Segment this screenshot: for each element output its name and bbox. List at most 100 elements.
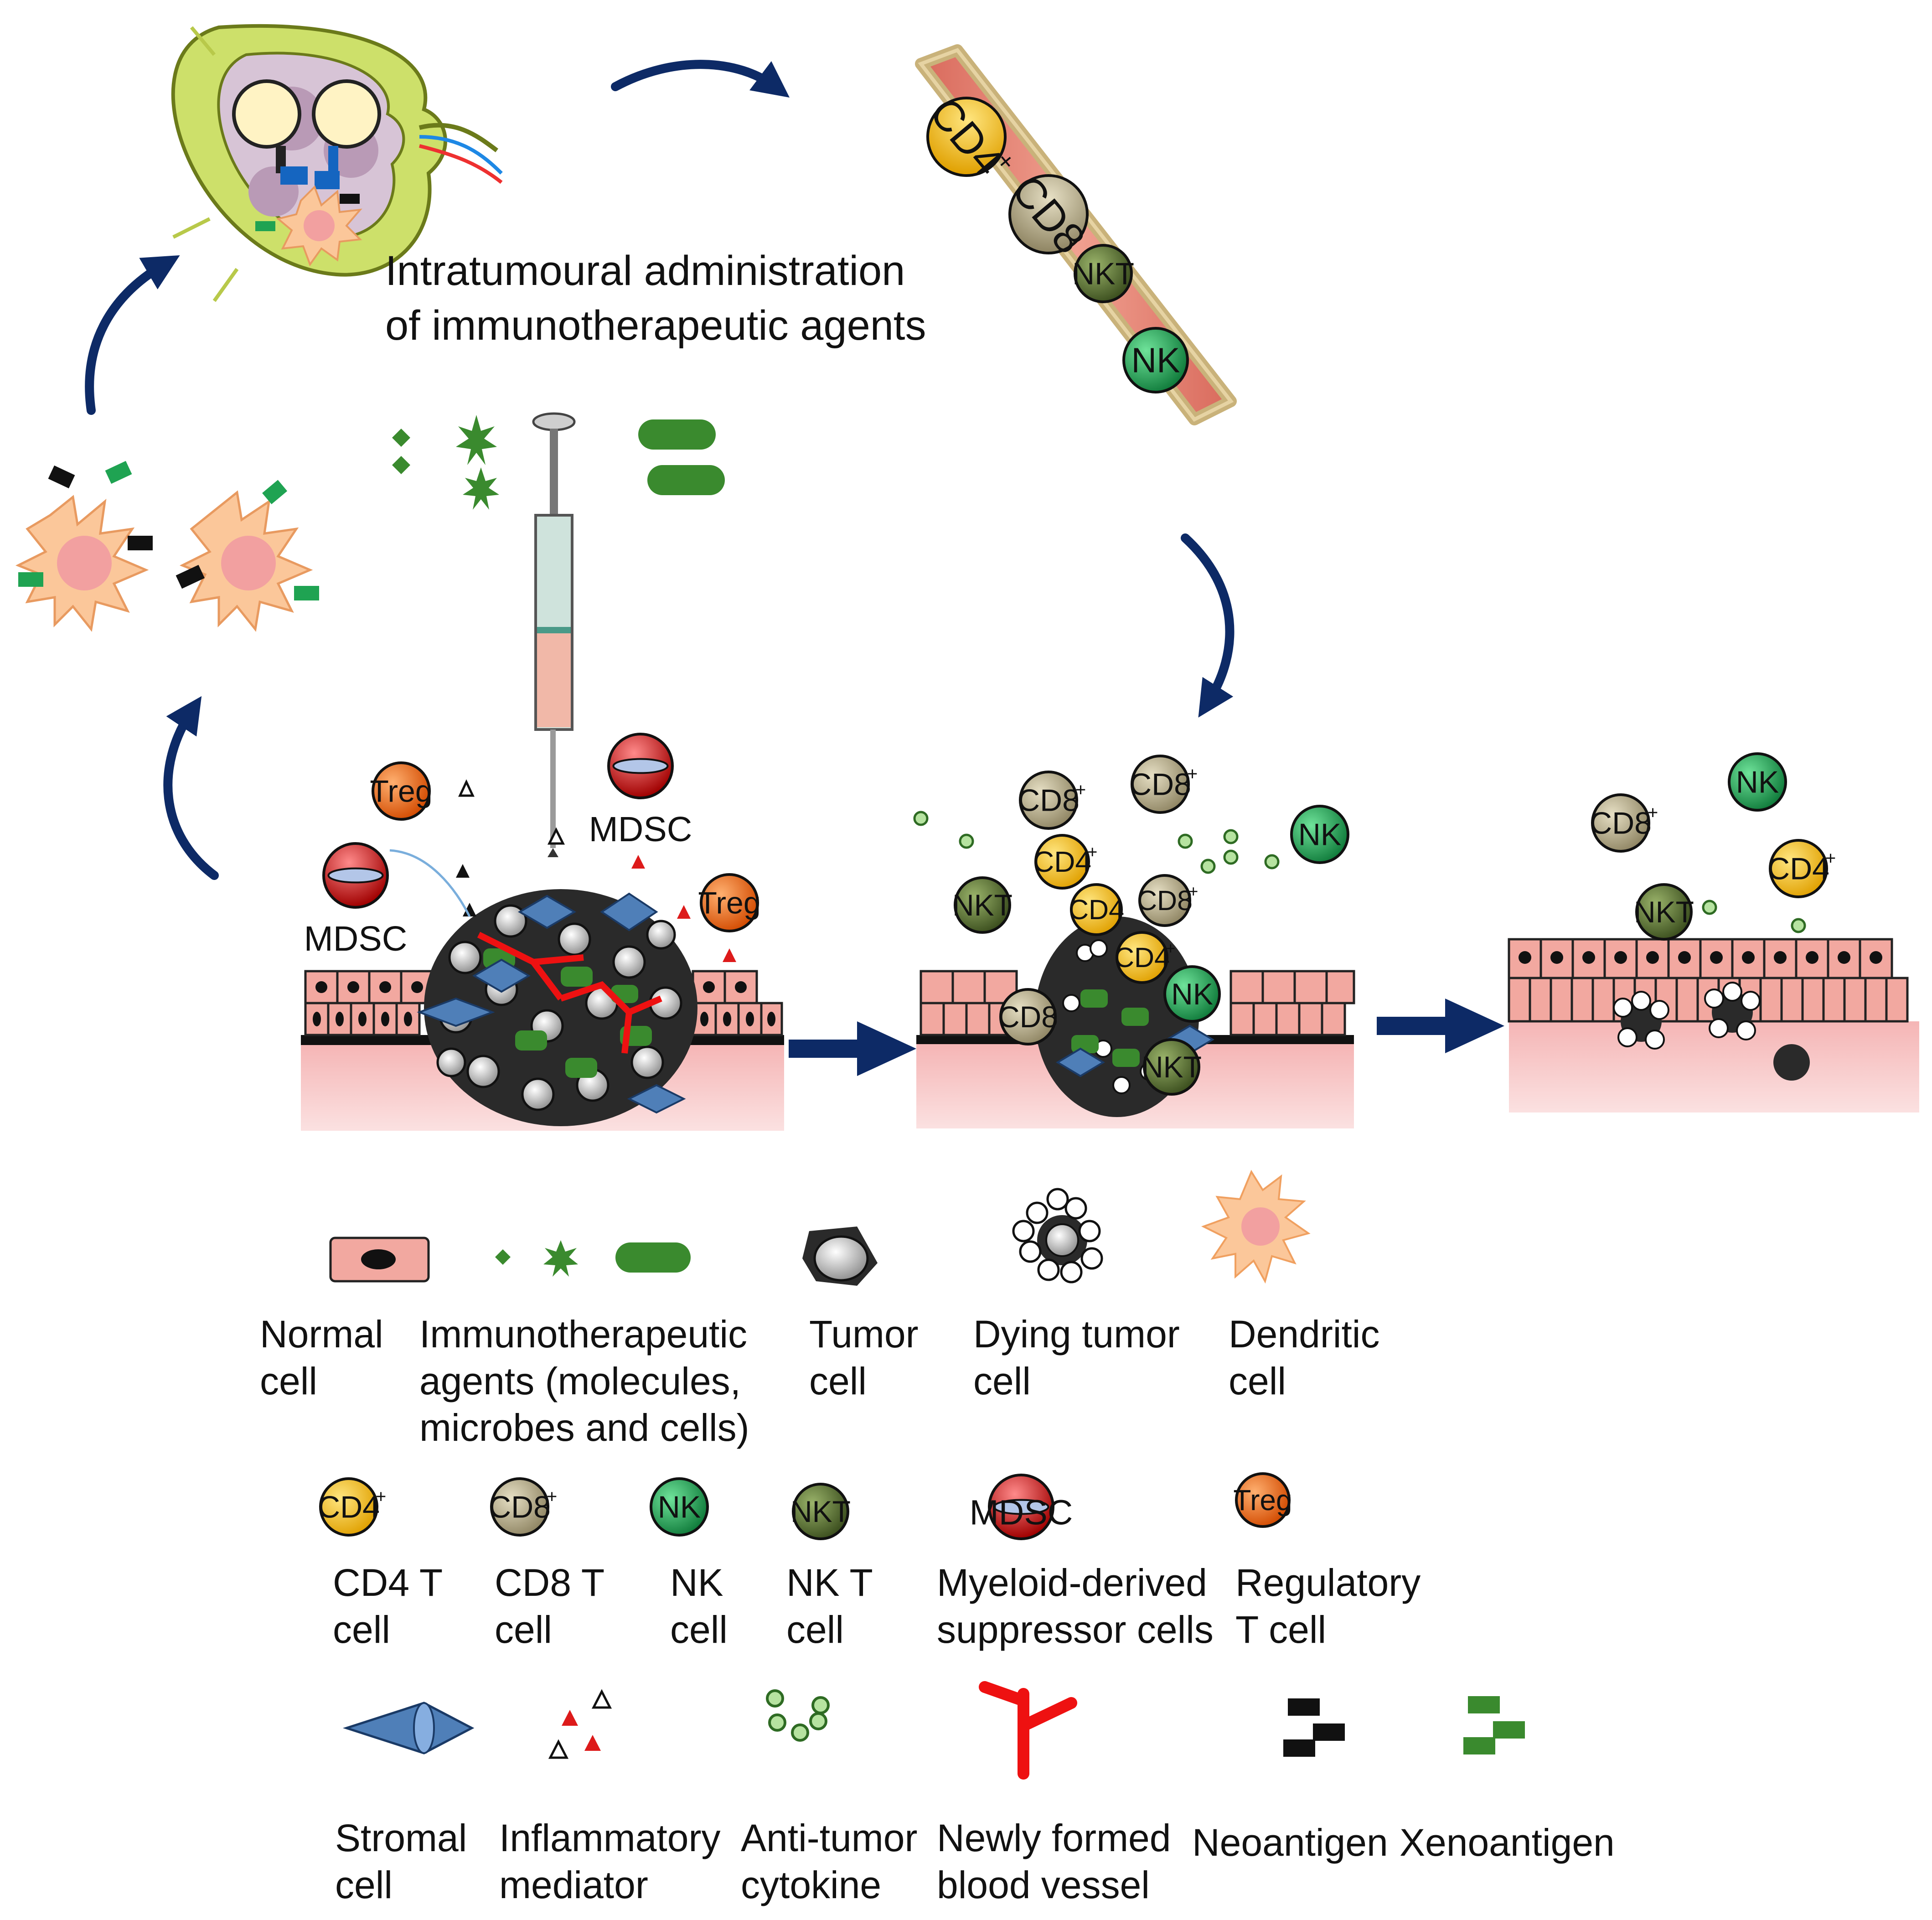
cd4-cell-body [319,1477,378,1537]
nk-cell: NK [1163,965,1221,1023]
legend-nk-line-2: cell [670,1608,728,1651]
cd4-plus: + [1087,843,1097,862]
anti-tumor-cytokines [913,811,1280,874]
nk-cell-body [650,1477,709,1537]
neoantigen-icon [1283,1698,1345,1757]
legend-treg-line-2: T cell [1235,1608,1326,1651]
cd4-cell-body [1034,834,1090,890]
mdsc-band [612,758,669,774]
cd8-cell-label: CD8 [1137,885,1193,916]
nk-cell: NK [650,1477,709,1537]
legend-dying-tumor-line-2: cell [973,1360,1031,1402]
legend-agents-line-3: microbes and cells) [419,1406,749,1449]
cd8-cell-label: CD8 [1129,767,1191,802]
legend-agents-line-1: Immunotherapeutic [419,1313,747,1356]
nk-cell-label: NK [1171,977,1213,1011]
tumor-site-stage-3 [1508,900,1919,1113]
nkt-cell: NKT [790,1483,851,1540]
cd8-cell-body [999,988,1057,1045]
nkt-cell-body [792,1483,849,1540]
cd4-cell-body [926,97,1007,177]
legend-symbols-row-2 [342,1681,1525,1780]
lymph-node [171,24,503,302]
legend-vessel-line-2: blood vessel [937,1863,1150,1906]
cd8-cell-body [1008,174,1089,254]
cd4-cell-label: CD4 [1114,942,1170,973]
nk-cell: NK [1290,805,1349,864]
cd4-plus: + [1166,939,1175,957]
legend-inflammatory-line-1: Inflammatory [499,1816,720,1859]
legend-cd4-line-2: cell [333,1608,390,1651]
cd4-cell: CD4 [1069,883,1124,936]
legend-dendritic-line-2: cell [1229,1360,1286,1402]
legend-treg-line-1: Regulatory [1235,1561,1421,1604]
immune-cells: CD4+CD8NKTNKTregMDSCMDSCTregCD8+CD8+NKCD… [304,88,1836,1540]
cd8-plus: + [1075,780,1086,800]
mdsc-cell-label: MDSC [589,810,692,849]
nkt-cell: NKT [1072,244,1134,303]
legend-mdsc-line-1: Myeloid-derived [937,1561,1207,1604]
cd8-cell-body [1138,874,1191,927]
header-line-2: of immunotherapeutic agents [385,302,926,349]
tumor-site-stage-1 [301,779,784,1131]
nkt-cell-label: NKT [1072,257,1134,291]
legend-cd4-line-1: CD4 T [333,1561,443,1604]
nk-cell-body [1290,805,1349,864]
cd8-cell-body [1019,771,1078,830]
legend-vessel-line-1: Newly formed [937,1816,1171,1859]
cd8-cell: CD8+ [1018,771,1086,830]
mdsc-cell: MDSC [970,1474,1073,1540]
nk-cell-body [1728,752,1787,812]
cd8-cell-body [490,1477,549,1537]
cd8-cell-label: CD8 [1018,783,1080,818]
cd4-cell: CD4+ [318,1477,386,1537]
legend-nkt-line-1: NK T [786,1561,873,1604]
agents-icon [495,1240,691,1277]
dying-tumor-cell-icon [1012,1188,1103,1283]
cd8-cell-body [1131,755,1190,814]
xenoantigen-icon [1463,1696,1525,1754]
cd8-cell-label: CD8 [489,1490,551,1525]
progression-arrows [789,999,1504,1076]
cd4-cell-label: CD4 [1033,845,1091,878]
nkt-cell-label: NKT [952,888,1012,922]
cd4-cell-body [1070,883,1123,936]
nk-cell: NK [1728,752,1787,812]
cd8-plus: + [1648,803,1658,823]
cd4-cell-body [1769,839,1828,898]
nkt-cell: NKT [1142,1038,1202,1096]
nkt-cell-label: NKT [790,1495,851,1528]
legend-symbols-row-1 [329,1170,1311,1286]
header-line-1: Intratumoural administration [385,248,905,294]
legend-cd8-line-2: cell [495,1608,552,1651]
cd4-cell-label: CD4 [1069,894,1124,925]
mdsc-cell: MDSC [589,733,692,849]
dendritic-cell [176,480,319,632]
normal-cell-icon [329,1237,430,1283]
legend-normal-cell-line-2: cell [260,1360,317,1402]
legend-cytokine-line-2: cytokine [741,1863,881,1906]
treg-cell: Treg [698,873,761,932]
treg-cell-label: Treg [698,886,760,921]
treg-cell: Treg [370,761,433,821]
nkt-cell-body [1074,244,1133,303]
nkt-cell-label: NKT [1142,1050,1202,1084]
dendritic-cell-icon [1201,1170,1311,1284]
legend-normal-cell-line-1: Normal [260,1313,383,1356]
inflammatory-mediators [456,779,736,962]
mdsc-band [327,867,384,884]
cd8-cell-label: CD8 [1590,806,1652,841]
nk-cell: NK [1122,327,1189,393]
legend-tumor-cell-line-1: Tumor [809,1313,919,1356]
legend-stromal-line-2: cell [335,1863,393,1906]
legend-tumor-cell-line-2: cell [809,1360,867,1402]
mdsc-band [993,1499,1049,1515]
treg-cell-body [700,873,759,932]
legend-cytokine-line-1: Anti-tumor [741,1816,917,1859]
stromal-cell-icon [342,1702,475,1754]
cd8-plus: + [1188,882,1198,900]
legend-text: Normal cell Immunotherapeutic agents (mo… [260,1313,1615,1906]
cd8-plus: + [1187,764,1198,784]
cd8-cell: CD8 [998,988,1058,1045]
cd8-cell: CD8+ [1590,793,1658,853]
